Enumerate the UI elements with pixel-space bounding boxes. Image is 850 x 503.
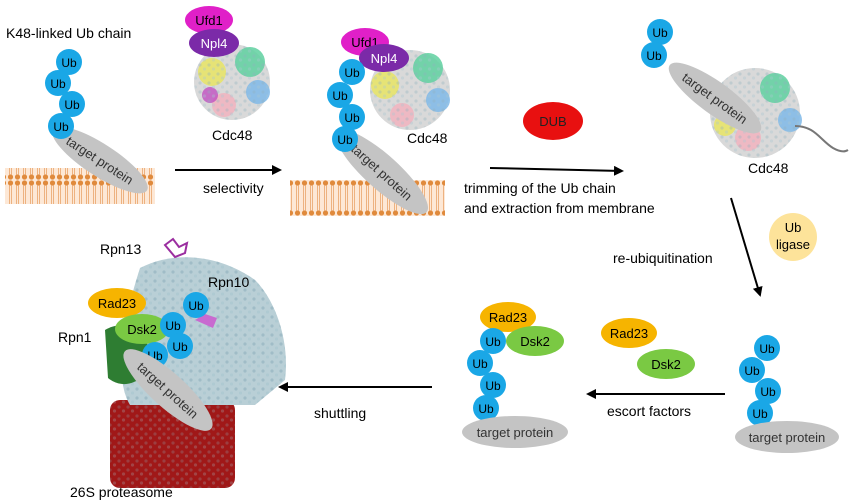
svg-text:Ub: Ub (478, 402, 494, 416)
re-ubiquitination-label: re-ubiquitination (613, 250, 713, 266)
svg-text:Npl4: Npl4 (201, 36, 228, 51)
ub-bead: Ub (754, 335, 780, 361)
rad23-free: Rad23 (601, 318, 657, 348)
svg-text:Rad23: Rad23 (489, 310, 527, 325)
trimming-label-line1: trimming of the Ub chain (464, 180, 616, 196)
svg-text:Ub: Ub (646, 49, 662, 63)
dub-oval: DUB (523, 102, 583, 140)
ub-bead: Ub (339, 104, 365, 130)
ub-bead: Ub (647, 19, 673, 45)
ub-bead: Ub (160, 312, 186, 338)
ub-bead: Ub (183, 292, 209, 318)
svg-text:Ub: Ub (344, 66, 360, 80)
ub-bead: Ub (59, 91, 85, 117)
svg-text:Dsk2: Dsk2 (127, 322, 157, 337)
svg-text:Ub: Ub (344, 111, 360, 125)
svg-text:Ub: Ub (759, 342, 775, 356)
target-protein-4: target protein (735, 421, 839, 453)
k48-chain-label: K48-linked Ub chain (6, 25, 131, 41)
svg-text:Ub: Ub (165, 319, 181, 333)
svg-text:Ub: Ub (64, 98, 80, 112)
ub-chain-1: Ub Ub Ub Ub (45, 49, 85, 139)
escort-complex: Rad23 Dsk2 Ub Ub Ub Ub target protein (462, 302, 568, 448)
ub-bead: Ub (755, 378, 781, 404)
rpn13-structure (163, 237, 189, 259)
npl4-oval: Npl4 (359, 44, 409, 72)
ub-chain-4: Ub Ub Ub Ub (739, 335, 781, 426)
ub-bead: Ub (641, 42, 667, 68)
svg-text:Ub: Ub (752, 407, 768, 421)
svg-text:DUB: DUB (539, 114, 566, 129)
ub-bead: Ub (467, 350, 493, 376)
ub-bead: Ub (339, 59, 365, 85)
ub-bead: Ub (480, 328, 506, 354)
proteasome-label: 26S proteasome (70, 484, 173, 500)
svg-text:target protein: target protein (477, 425, 554, 440)
rpn13-label: Rpn13 (100, 241, 141, 257)
svg-text:target protein: target protein (749, 430, 826, 445)
ub-bead: Ub (747, 400, 773, 426)
unfolded-chain (794, 125, 849, 153)
rad23-oval: Rad23 (480, 302, 536, 332)
svg-text:Ub: Ub (50, 77, 66, 91)
ub-bead: Ub (332, 126, 358, 152)
target-protein-5: target protein (462, 416, 568, 448)
selectivity-label: selectivity (203, 180, 264, 196)
svg-text:Ub: Ub (760, 385, 776, 399)
cdc48-complex-1: Ufd1 Npl4 Cdc48 (185, 6, 270, 143)
cdc48-label: Cdc48 (748, 160, 789, 176)
arrow-reubiquitination (730, 197, 763, 297)
ub-ligase-circle: Ub ligase (769, 213, 817, 261)
svg-text:Dsk2: Dsk2 (520, 334, 550, 349)
svg-text:Rad23: Rad23 (98, 296, 136, 311)
svg-text:Ub: Ub (652, 26, 668, 40)
svg-text:Rad23: Rad23 (610, 326, 648, 341)
ub-chain-3: Ub Ub (641, 19, 673, 68)
ub-bead: Ub (167, 333, 193, 359)
svg-text:Ub: Ub (61, 56, 77, 70)
svg-text:Ub: Ub (188, 299, 204, 313)
rad23-oval: Rad23 (88, 288, 146, 318)
cdc48-label: Cdc48 (212, 127, 253, 143)
rpn10-label: Rpn10 (208, 274, 249, 290)
svg-text:Ufd1: Ufd1 (195, 13, 222, 28)
ub-bead: Ub (327, 82, 353, 108)
ufd1-oval: Ufd1 (185, 6, 233, 34)
npl4-oval: Npl4 (189, 29, 239, 57)
ub-chain-2: Ub Ub Ub Ub (327, 59, 365, 152)
svg-text:Ub: Ub (485, 335, 501, 349)
ub-bead: Ub (480, 372, 506, 398)
svg-text:ligase: ligase (776, 237, 810, 252)
svg-text:Npl4: Npl4 (371, 51, 398, 66)
dsk2-oval: Dsk2 (115, 314, 169, 344)
ub-bead: Ub (45, 70, 71, 96)
svg-text:Ub: Ub (472, 357, 488, 371)
cdc48-complex-2: Ufd1 Npl4 Cdc48 (341, 28, 450, 146)
svg-text:Ub: Ub (53, 120, 69, 134)
arrow-trimming (489, 165, 624, 176)
dsk2-free: Dsk2 (637, 349, 695, 379)
ub-bead: Ub (48, 113, 74, 139)
svg-text:Dsk2: Dsk2 (651, 357, 681, 372)
ub-bead: Ub (739, 357, 765, 383)
svg-text:Ub: Ub (172, 340, 188, 354)
rpn1-label: Rpn1 (58, 329, 92, 345)
cdc48-label: Cdc48 (407, 130, 448, 146)
dsk2-oval: Dsk2 (506, 326, 564, 356)
svg-text:Ub: Ub (744, 364, 760, 378)
svg-text:Ub: Ub (785, 220, 802, 235)
ub-bead: Ub (473, 395, 499, 421)
shuttling-label: shuttling (314, 405, 366, 421)
escort-factors-label: escort factors (607, 403, 691, 419)
proteasome-escort-complex: Rad23 Dsk2 Ub Ub Ub Ub target protein (88, 288, 213, 431)
trimming-label-line2: and extraction from membrane (464, 200, 655, 216)
cdc48-complex-3 (710, 68, 802, 158)
svg-text:Ub: Ub (332, 89, 348, 103)
svg-text:Ub: Ub (485, 379, 501, 393)
ub-bead: Ub (56, 49, 82, 75)
svg-text:Ub: Ub (337, 133, 353, 147)
